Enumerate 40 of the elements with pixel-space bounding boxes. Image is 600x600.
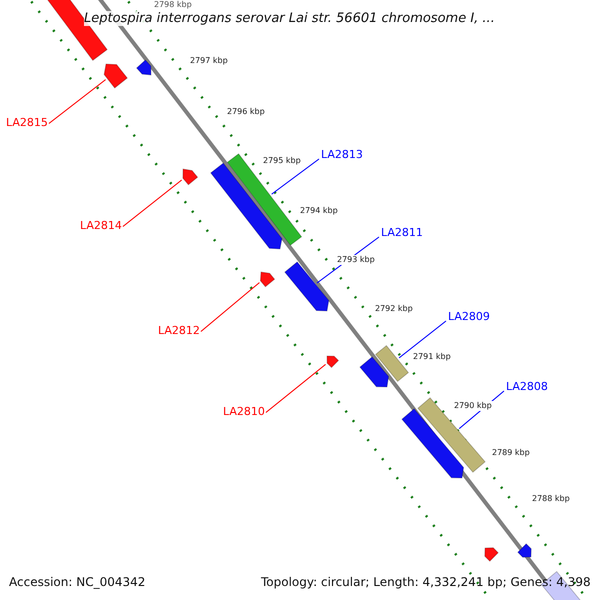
tick-label: 2795 kbp xyxy=(262,156,302,166)
tick-label: 2789 kbp xyxy=(491,448,531,458)
gene-bar xyxy=(136,59,152,76)
tick-label: 2797 kbp xyxy=(189,56,229,66)
gene-label: LA2811 xyxy=(381,226,423,239)
gene-label: LA2815 xyxy=(6,116,48,129)
tick-label: 2796 kbp xyxy=(226,107,266,117)
gene-bar xyxy=(326,356,340,368)
gene-bar xyxy=(359,356,390,388)
gene-bar xyxy=(260,272,276,288)
tick-label: 2792 kbp xyxy=(374,304,414,314)
tick-label: 2798 kbp xyxy=(153,0,193,10)
gene-bar xyxy=(284,261,330,312)
leader-line xyxy=(48,79,106,124)
leader-line xyxy=(265,364,326,413)
tick-label: 2793 kbp xyxy=(336,255,376,265)
tick-label: 2794 kbp xyxy=(299,206,339,216)
gene-bar xyxy=(401,408,464,478)
gene-bar xyxy=(210,162,282,250)
leader-line xyxy=(200,282,260,332)
gene-label: LA2809 xyxy=(448,310,490,323)
tick-label: 2788 kbp xyxy=(531,494,571,504)
gene-bar xyxy=(104,64,128,89)
accession-text: Accession: NC_004342 xyxy=(9,575,146,589)
gene-label: LA2812 xyxy=(158,324,200,337)
tick-label: 2791 kbp xyxy=(412,352,452,362)
gene-label: LA2813 xyxy=(321,148,363,161)
leader-line xyxy=(271,158,320,195)
gene-bar xyxy=(484,547,499,562)
gene-bar xyxy=(182,168,198,186)
gene-label: LA2808 xyxy=(506,380,548,393)
genome-summary-text: Topology: circular; Length: 4,332,241 bp; Genes: 4,398 xyxy=(261,575,591,589)
gene-label: LA2810 xyxy=(223,405,265,418)
gene-label: LA2814 xyxy=(80,219,122,232)
gene-bar xyxy=(226,153,302,246)
gene-bar xyxy=(375,345,409,382)
leader-line xyxy=(398,320,446,358)
tick-label: 2790 kbp xyxy=(453,401,493,411)
leader-line xyxy=(122,180,182,227)
gene-bar xyxy=(517,543,532,558)
